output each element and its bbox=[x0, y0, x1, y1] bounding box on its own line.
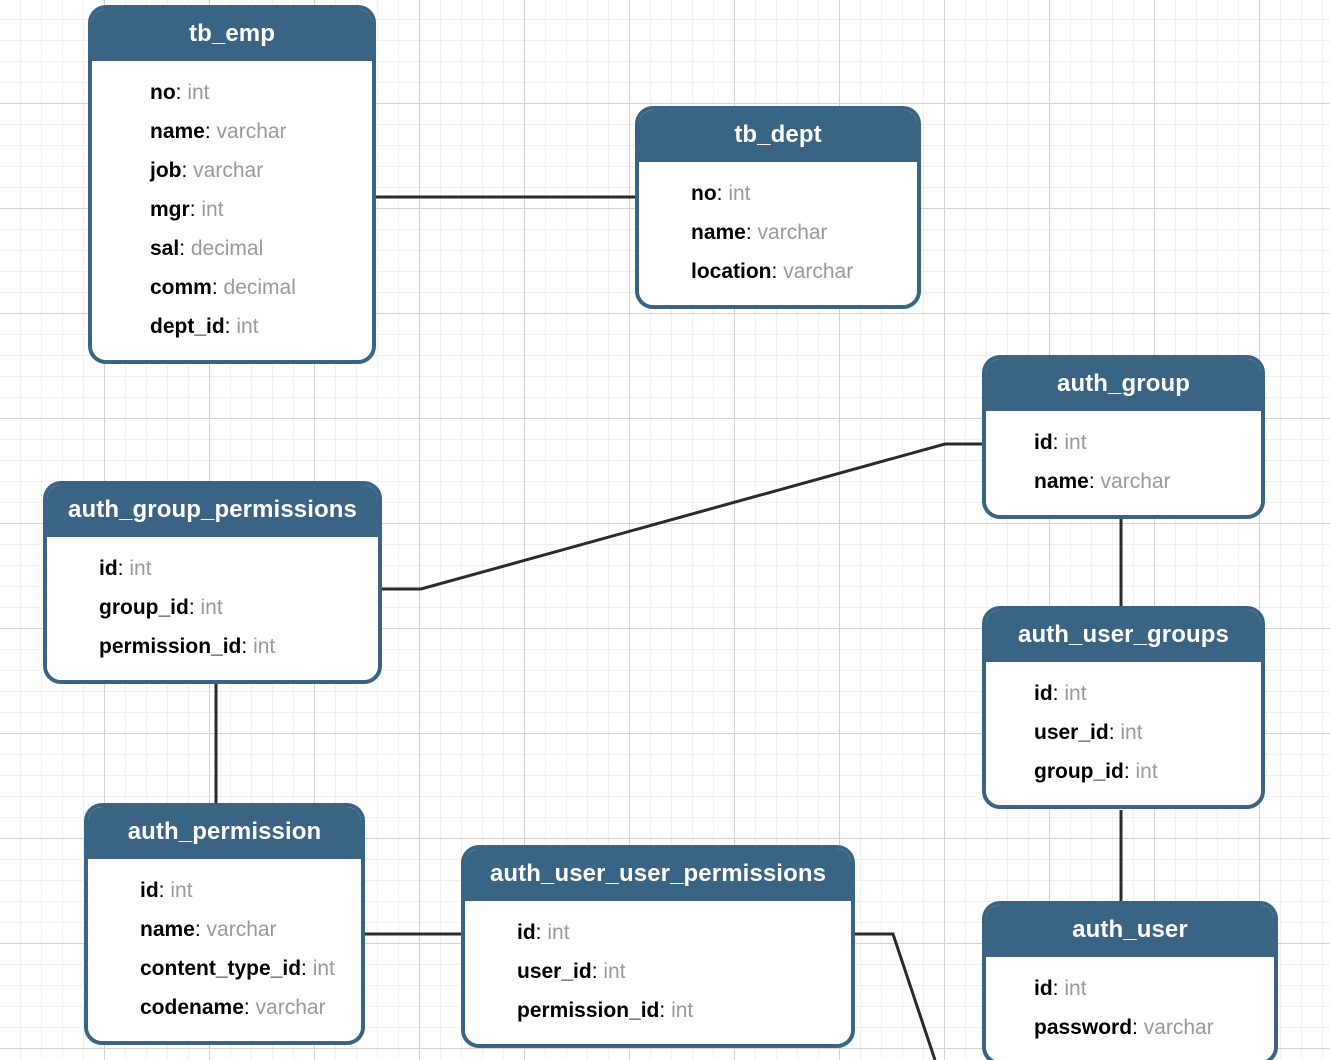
field-row: password: varchar bbox=[1034, 1016, 1214, 1039]
entity-fields-auth_user_user_permissions: id: int user_id: int permission_id: int bbox=[465, 901, 851, 1044]
entity-tb_dept[interactable]: tb_dept no: int name: varchar location: … bbox=[635, 106, 921, 309]
field-row: no: int bbox=[150, 81, 210, 104]
entity-fields-auth_user: id: int password: varchar bbox=[986, 957, 1274, 1060]
field-row: user_id: int bbox=[1034, 721, 1143, 744]
entity-auth_group[interactable]: auth_group id: int name: varchar bbox=[982, 355, 1265, 519]
field-row: name: varchar bbox=[1034, 470, 1171, 493]
entity-title-auth_group_permissions: auth_group_permissions bbox=[47, 485, 378, 537]
entity-fields-tb_emp: no: int name: varchar job: varchar mgr: … bbox=[92, 61, 372, 360]
edge-auth_user_user_permissions-auth_user bbox=[855, 932, 937, 1060]
entity-title-auth_user: auth_user bbox=[986, 905, 1274, 957]
field-row: id: int bbox=[1034, 431, 1087, 454]
entity-fields-auth_user_groups: id: int user_id: int group_id: int bbox=[986, 662, 1261, 805]
field-row: dept_id: int bbox=[150, 315, 259, 338]
field-row: id: int bbox=[99, 557, 152, 580]
entity-fields-auth_group_permissions: id: int group_id: int permission_id: int bbox=[47, 537, 378, 680]
entity-fields-tb_dept: no: int name: varchar location: varchar bbox=[639, 162, 917, 305]
field-row: name: varchar bbox=[150, 120, 287, 143]
field-row: job: varchar bbox=[150, 159, 264, 182]
entity-title-tb_emp: tb_emp bbox=[92, 9, 372, 61]
edge-auth_group_permissions-auth_group bbox=[382, 442, 982, 591]
entity-title-auth_group: auth_group bbox=[986, 359, 1261, 411]
field-row: id: int bbox=[517, 921, 570, 944]
entity-tb_emp[interactable]: tb_emp no: int name: varchar job: varcha… bbox=[88, 5, 376, 364]
field-row: mgr: int bbox=[150, 198, 224, 221]
entity-auth_user_user_permissions[interactable]: auth_user_user_permissions id: int user_… bbox=[461, 845, 855, 1048]
entity-title-auth_permission: auth_permission bbox=[88, 807, 361, 859]
entity-fields-auth_group: id: int name: varchar bbox=[986, 411, 1261, 515]
field-row: group_id: int bbox=[1034, 760, 1158, 783]
entity-fields-auth_permission: id: int name: varchar content_type_id: i… bbox=[88, 859, 361, 1041]
field-row: comm: decimal bbox=[150, 276, 296, 299]
field-row: group_id: int bbox=[99, 596, 223, 619]
entity-title-auth_user_user_permissions: auth_user_user_permissions bbox=[465, 849, 851, 901]
field-row: id: int bbox=[1034, 977, 1087, 1000]
field-row: permission_id: int bbox=[517, 999, 694, 1022]
entity-auth_user[interactable]: auth_user id: int password: varchar bbox=[982, 901, 1278, 1060]
field-row: permission_id: int bbox=[99, 635, 276, 658]
entity-auth_permission[interactable]: auth_permission id: int name: varchar co… bbox=[84, 803, 365, 1045]
field-row: content_type_id: int bbox=[140, 957, 335, 980]
field-row: name: varchar bbox=[140, 918, 277, 941]
field-row: name: varchar bbox=[691, 221, 828, 244]
field-row: id: int bbox=[140, 879, 193, 902]
entity-title-auth_user_groups: auth_user_groups bbox=[986, 610, 1261, 662]
field-row: no: int bbox=[691, 182, 751, 205]
field-row: location: varchar bbox=[691, 260, 854, 283]
field-row: id: int bbox=[1034, 682, 1087, 705]
field-row: codename: varchar bbox=[140, 996, 326, 1019]
entity-auth_group_permissions[interactable]: auth_group_permissions id: int group_id:… bbox=[43, 481, 382, 684]
field-row: user_id: int bbox=[517, 960, 626, 983]
entity-auth_user_groups[interactable]: auth_user_groups id: int user_id: int gr… bbox=[982, 606, 1265, 809]
entity-title-tb_dept: tb_dept bbox=[639, 110, 917, 162]
field-row: sal: decimal bbox=[150, 237, 264, 260]
